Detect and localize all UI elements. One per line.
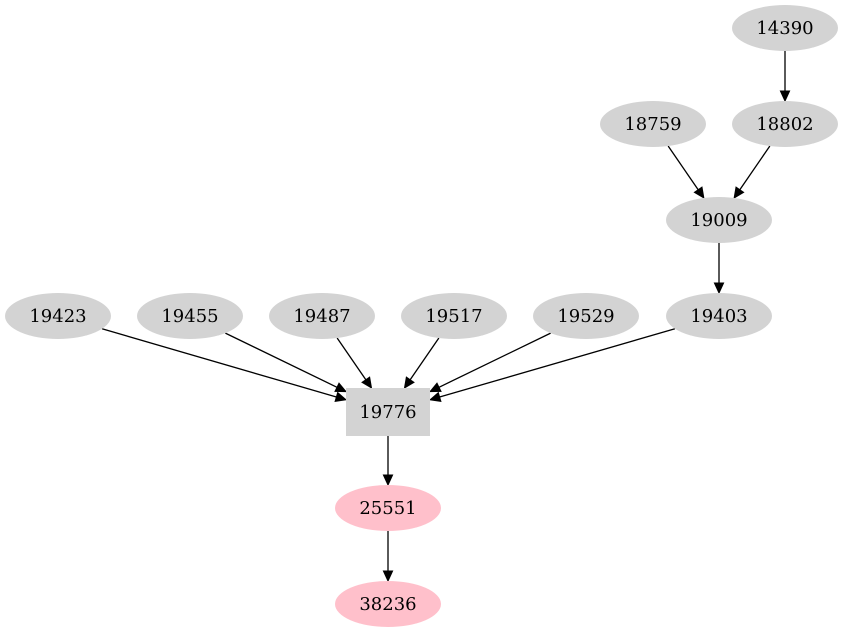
node-label: 19487 [293, 306, 350, 327]
arrowhead-icon [428, 382, 442, 393]
edge-18759-to-19009 [667, 145, 705, 199]
edge-18802-to-19009 [733, 145, 771, 199]
node-38236: 38236 [335, 581, 441, 627]
arrowhead-icon [779, 90, 791, 103]
edge-19423-to-19776 [101, 328, 348, 403]
arrowhead-icon [334, 391, 348, 403]
edge-19517-to-19776 [403, 337, 440, 389]
node-19423: 19423 [5, 293, 111, 339]
node-label: 18802 [756, 114, 813, 135]
node-19487: 19487 [269, 293, 375, 339]
arrowhead-icon [733, 186, 745, 199]
node-ellipse-shape [533, 293, 639, 339]
edge-19776-to-25551 [382, 436, 394, 487]
node-19529: 19529 [533, 293, 639, 339]
node-label: 19776 [359, 402, 416, 423]
edge-19529-to-19776 [428, 332, 551, 393]
node-label: 19529 [557, 306, 614, 327]
edge-line [101, 328, 337, 398]
edge-line [739, 145, 771, 191]
arrowhead-icon [382, 570, 394, 583]
node-ellipse-shape [5, 293, 111, 339]
node-ellipse-shape [600, 101, 706, 147]
edge-14390-to-18802 [779, 51, 791, 103]
arrowhead-icon [403, 376, 415, 389]
arrowhead-icon [334, 382, 348, 393]
edge-line [225, 332, 338, 388]
nodes-layer: 14390 18759 18802 19009 19423 19455 19487 19517… [5, 5, 838, 627]
edge-19455-to-19776 [225, 332, 348, 393]
node-19455: 19455 [137, 293, 243, 339]
edge-line [336, 337, 367, 381]
node-18759: 18759 [600, 101, 706, 147]
node-19776: 19776 [346, 388, 430, 436]
arrowhead-icon [693, 186, 705, 199]
node-label: 25551 [359, 498, 416, 519]
edge-line [438, 332, 551, 388]
arrowhead-icon [361, 376, 373, 389]
node-18802: 18802 [732, 101, 838, 147]
edge-19403-to-19776 [428, 328, 676, 403]
node-ellipse-shape [401, 293, 507, 339]
edges-layer [101, 51, 791, 583]
edge-19009-to-19403 [713, 243, 725, 295]
node-19009: 19009 [666, 197, 772, 243]
node-label: 19403 [690, 306, 747, 327]
node-label: 38236 [359, 594, 416, 615]
node-ellipse-shape [666, 293, 772, 339]
arrowhead-icon [713, 282, 725, 295]
node-ellipse-shape [335, 581, 441, 627]
edge-line [409, 337, 440, 381]
node-ellipse-shape [666, 197, 772, 243]
edge-line [439, 328, 676, 398]
node-19517: 19517 [401, 293, 507, 339]
edge-19487-to-19776 [336, 337, 373, 389]
arrowhead-icon [428, 391, 442, 403]
node-ellipse-shape [732, 101, 838, 147]
node-ellipse-shape [269, 293, 375, 339]
node-box-shape [346, 388, 430, 436]
node-25551: 25551 [335, 485, 441, 531]
node-14390: 14390 [732, 5, 838, 51]
node-ellipse-shape [732, 5, 838, 51]
node-label: 19423 [29, 306, 86, 327]
node-ellipse-shape [335, 485, 441, 531]
arrowhead-icon [382, 474, 394, 487]
node-label: 19455 [161, 306, 218, 327]
node-label: 19009 [690, 210, 747, 231]
node-label: 19517 [425, 306, 482, 327]
node-ellipse-shape [137, 293, 243, 339]
node-label: 18759 [624, 114, 681, 135]
edge-line [667, 145, 699, 191]
node-19403: 19403 [666, 293, 772, 339]
edge-25551-to-38236 [382, 531, 394, 583]
node-label: 14390 [756, 18, 813, 39]
